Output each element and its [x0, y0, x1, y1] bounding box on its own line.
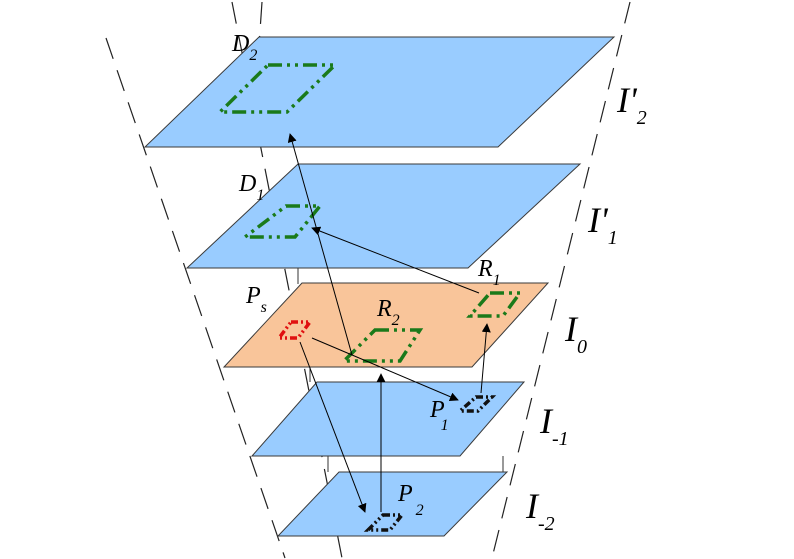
arrow-r2-to-d2: [287, 133, 353, 356]
plane-i1-prime: [185, 163, 582, 269]
label-d2: D2: [231, 31, 257, 64]
label-p2: P2: [397, 481, 424, 519]
label-r2: R2: [376, 296, 400, 329]
guide-left-outer: [105, 37, 286, 559]
label-level-i0: I0: [564, 309, 587, 358]
label-d1: D1: [238, 171, 264, 204]
region-d2: [215, 63, 340, 114]
mapping-arrows: [287, 133, 491, 513]
plane-i-minus-1: [250, 381, 526, 457]
guide-right-outer: [491, 1, 631, 559]
label-level-i1-prime: I'1: [587, 200, 618, 249]
region-p1: [455, 395, 497, 413]
arrow-ps-to-p2: [299, 341, 367, 513]
label-level-i2-prime: I'2: [616, 80, 647, 129]
plane-i0: [222, 282, 550, 368]
label-level-i-minus-1: I-1: [539, 401, 569, 450]
region-r1: [466, 291, 524, 318]
label-ps: Ps: [245, 283, 267, 316]
label-r1: R1: [477, 256, 501, 289]
arrow-p1-to-r1: [480, 323, 491, 394]
arrow-r1-to-d1: [311, 226, 480, 294]
arrow-ps-to-p1: [311, 337, 459, 401]
label-level-i-minus-2: I-2: [525, 486, 555, 535]
region-r2: [339, 328, 424, 363]
region-ps: [275, 320, 314, 340]
plane-i2-prime: [143, 36, 616, 148]
plane-i-minus-2: [276, 471, 509, 537]
plane-connectors: [297, 268, 504, 472]
guide-left-inner: [231, 1, 343, 559]
region-d1: [239, 204, 324, 239]
